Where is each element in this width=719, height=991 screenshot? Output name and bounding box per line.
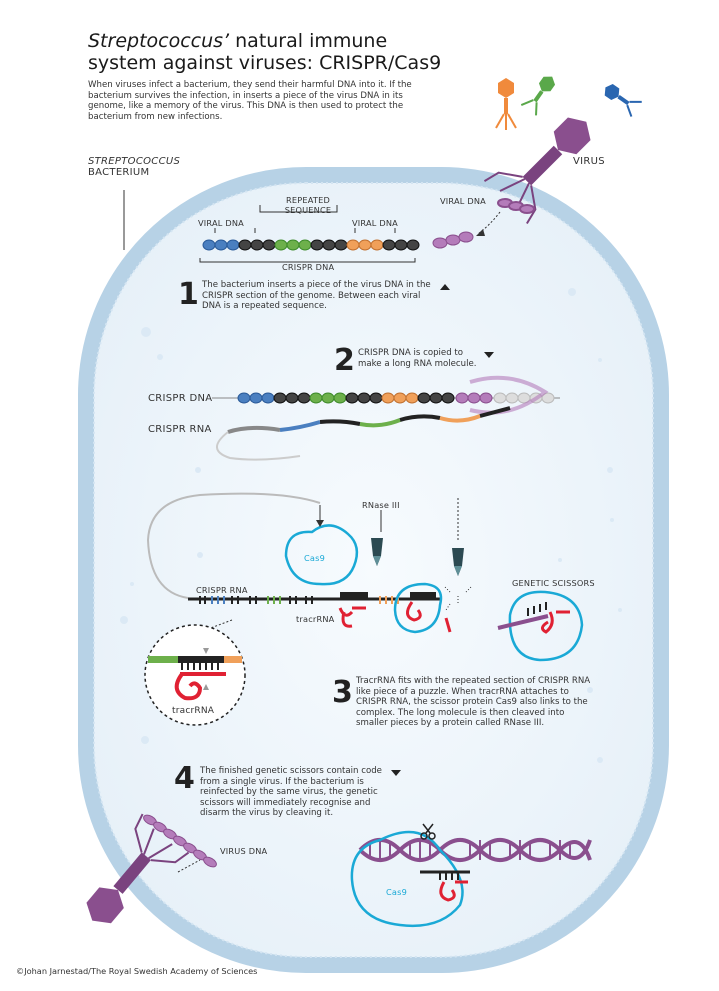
crispr-rna-step2 xyxy=(216,406,511,461)
bacteriophage-icon xyxy=(520,76,556,116)
zoom-tracr-detail xyxy=(148,648,242,701)
scissors-icon xyxy=(497,590,584,662)
step-number: 4 xyxy=(174,761,195,796)
step-number: 2 xyxy=(334,343,355,378)
cas9-label: Cas9 xyxy=(386,887,408,897)
crispr-dna-bracket-label: CRISPR DNA xyxy=(282,262,335,272)
credit-line: ©Johan Jarnestad/The Royal Swedish Acade… xyxy=(16,966,258,976)
rnase-iii xyxy=(371,538,383,566)
rnase-label: RNase III xyxy=(362,500,400,510)
triangle-up-icon xyxy=(440,284,450,290)
virus-bottom xyxy=(86,813,217,924)
repeated-sequence-label: REPEATED SEQUENCE xyxy=(284,195,332,215)
step-text: TracrRNA fits with the repeated section … xyxy=(356,676,591,729)
cas9-protein xyxy=(393,582,443,634)
viral-dna-label: VIRAL DNA xyxy=(440,196,486,206)
injected-viral-dna xyxy=(497,198,535,214)
crispr-dna-label: CRISPR DNA xyxy=(148,393,213,404)
step-number: 1 xyxy=(178,277,199,312)
cell-bubbles xyxy=(120,288,622,763)
bacteriophage-icon xyxy=(604,83,642,117)
page-title: Streptococcus’ natural immune system aga… xyxy=(88,30,442,74)
cas9-protein xyxy=(284,524,359,586)
tracrrna-label: tracrRNA xyxy=(296,614,335,624)
virus-injecting-top xyxy=(483,117,591,225)
triangle-down-icon xyxy=(484,352,494,358)
virus-dna-label: VIRUS DNA xyxy=(220,846,268,856)
genetic-scissors-label: GENETIC SCISSORS xyxy=(512,578,595,588)
crispr-rna-label-3: CRISPR RNA xyxy=(196,585,248,595)
viral-dna-label: VIRAL DNA xyxy=(352,218,398,228)
tracrrna-zoom-label: tracrRNA xyxy=(172,706,215,716)
virus-label: VIRUS xyxy=(573,156,605,167)
bacteriophage-icon xyxy=(495,78,517,130)
triangle-down-icon xyxy=(391,770,401,776)
step-text: The finished genetic scissors contain co… xyxy=(200,766,382,819)
cas9-label: Cas9 xyxy=(304,553,326,563)
step-number: 3 xyxy=(332,675,353,710)
scissors-icon xyxy=(420,823,436,840)
crispr-rna-label: CRISPR RNA xyxy=(148,424,212,435)
step-text: CRISPR DNA is copied to make a long RNA … xyxy=(358,348,477,369)
intro-text: When viruses infect a bacterium, they se… xyxy=(88,80,412,122)
rnase-iii xyxy=(452,548,464,576)
bacterium-cell xyxy=(78,167,669,973)
step-text: The bacterium inserts a piece of the vir… xyxy=(202,280,431,312)
crispr-dna-step1 xyxy=(202,231,474,251)
viral-dna-label: VIRAL DNA xyxy=(198,218,244,228)
